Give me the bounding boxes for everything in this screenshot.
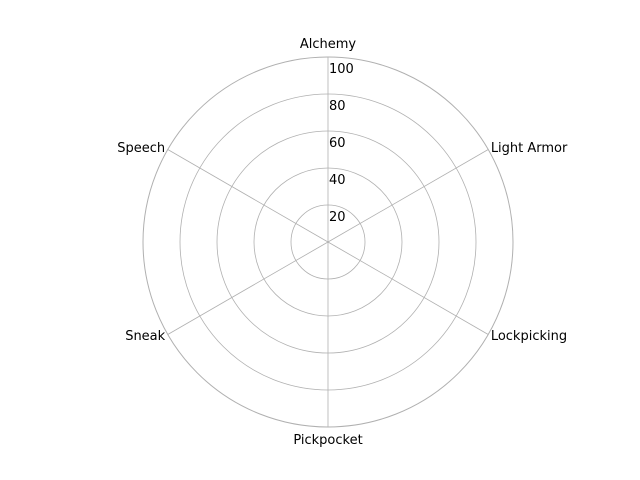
rtick-label-80: 80 [329, 99, 346, 114]
spokes [167, 57, 489, 427]
rtick-label-60: 60 [329, 136, 346, 151]
category-label-lockpicking: Lockpicking [491, 329, 567, 344]
category-label-light-armor: Light Armor [491, 141, 568, 156]
spoke-sneak [167, 241, 329, 335]
category-label-alchemy: Alchemy [300, 37, 357, 52]
rtick-label-100: 100 [329, 62, 354, 77]
category-label-pickpocket: Pickpocket [293, 433, 362, 448]
spoke-lockpicking [327, 241, 489, 335]
category-label-sneak: Sneak [125, 329, 165, 344]
rtick-label-20: 20 [329, 210, 346, 225]
spoke-light-armor [327, 149, 489, 243]
radial-tick-labels: 20 40 60 80 100 [329, 62, 354, 225]
spoke-speech [167, 149, 329, 243]
rtick-label-40: 40 [329, 173, 346, 188]
category-label-speech: Speech [117, 141, 165, 156]
